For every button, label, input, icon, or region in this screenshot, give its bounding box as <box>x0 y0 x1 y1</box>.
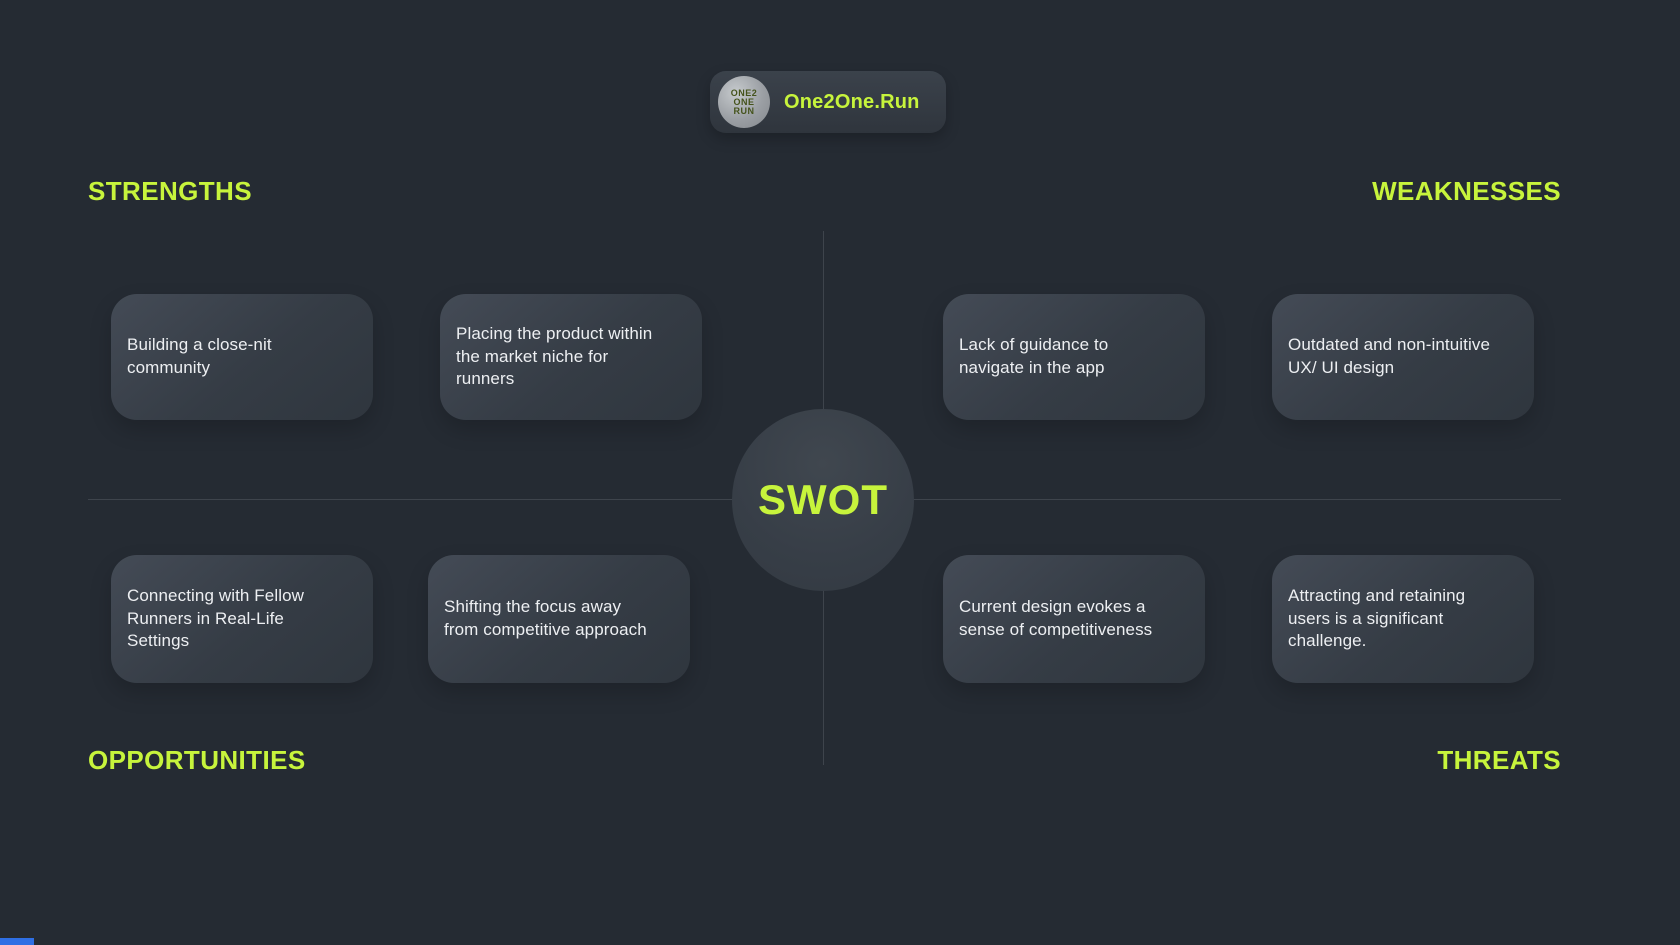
weaknesses-card-1: Lack of guidance to navigate in the app <box>943 294 1205 420</box>
bottom-left-blue-artifact <box>0 938 34 945</box>
threats-heading: THREATS <box>1437 745 1561 775</box>
card-text: Placing the product within the market ni… <box>456 324 653 389</box>
strengths-card-1: Building a close-nit community <box>111 294 373 420</box>
card-text: Connecting with Fellow Runners in Real-L… <box>127 586 305 651</box>
app-badge: ONE2 ONE RUN One2One.Run <box>710 71 946 133</box>
opportunities-heading: OPPORTUNITIES <box>88 745 306 775</box>
threats-card-2: Attracting and retaining users is a sign… <box>1272 555 1534 683</box>
weaknesses-card-2: Outdated and non-intuitive UX/ UI design <box>1272 294 1534 420</box>
card-text: Outdated and non-intuitive UX/ UI design <box>1288 335 1491 377</box>
threats-card-1: Current design evokes a sense of competi… <box>943 555 1205 683</box>
logo-line: ONE <box>733 96 755 107</box>
swot-center-circle: SWOT <box>732 409 914 591</box>
logo-line: RUN <box>733 105 755 116</box>
app-title: One2One.Run <box>784 90 920 113</box>
logo-line: ONE2 <box>730 87 758 98</box>
card-text: Current design evokes a sense of competi… <box>959 597 1153 639</box>
one2one-logo-icon: ONE2 ONE RUN <box>718 76 770 128</box>
weaknesses-heading: WEAKNESSES <box>1372 176 1561 206</box>
opportunities-card-1: Connecting with Fellow Runners in Real-L… <box>111 555 373 683</box>
card-text: Lack of guidance to navigate in the app <box>959 335 1109 377</box>
opportunities-card-2: Shifting the focus away from competitive… <box>428 555 690 683</box>
strengths-heading: STRENGTHS <box>88 176 252 206</box>
card-text: Shifting the focus away from competitive… <box>444 597 647 639</box>
strengths-card-2: Placing the product within the market ni… <box>440 294 702 420</box>
swot-title: SWOT <box>758 476 888 523</box>
card-text: Attracting and retaining users is a sign… <box>1288 586 1466 651</box>
card-text: Building a close-nit community <box>127 335 272 377</box>
